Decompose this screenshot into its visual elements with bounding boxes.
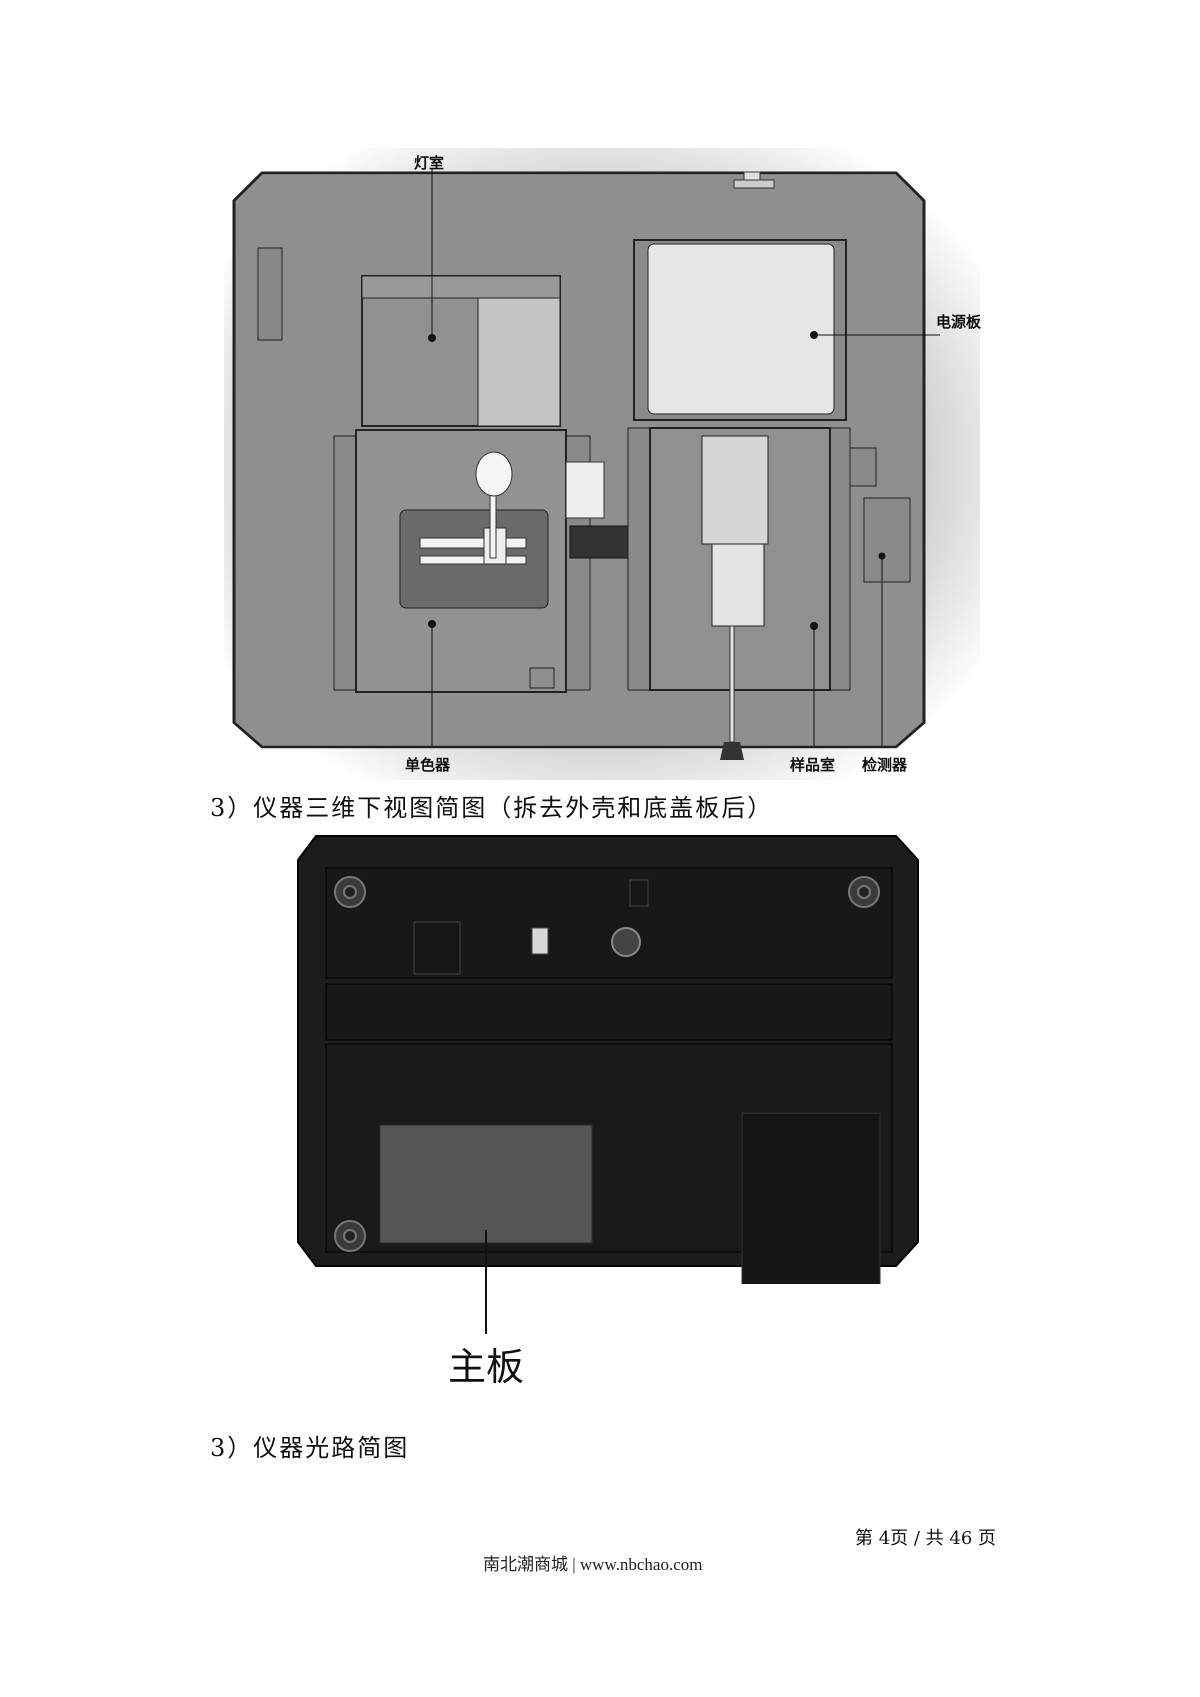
label-power-board: 电源板	[936, 313, 982, 331]
label-monochromator: 单色器	[405, 756, 451, 774]
caption-optical-path: 3）仪器光路简图	[210, 1434, 410, 1462]
footer-site-link[interactable]: 南北潮商城 | www.nbchao.com	[483, 1555, 703, 1574]
label-sample-room: 样品室	[790, 756, 836, 774]
top-view-figure	[224, 148, 980, 780]
main-board-leader-line	[485, 1284, 487, 1334]
label-lamp-room: 灯室	[414, 154, 445, 172]
label-main-board: 主板	[448, 1345, 525, 1389]
label-detector: 检测器	[862, 756, 908, 774]
instrument-top-view-illustration	[224, 148, 980, 780]
instrument-bottom-view-illustration	[297, 835, 919, 1284]
caption-bottom-view: 3）仪器三维下视图简图（拆去外壳和底盖板后）	[210, 794, 774, 822]
page-indicator: 第 4页 / 共 46 页	[855, 1528, 997, 1549]
bottom-view-figure	[296, 834, 920, 1284]
